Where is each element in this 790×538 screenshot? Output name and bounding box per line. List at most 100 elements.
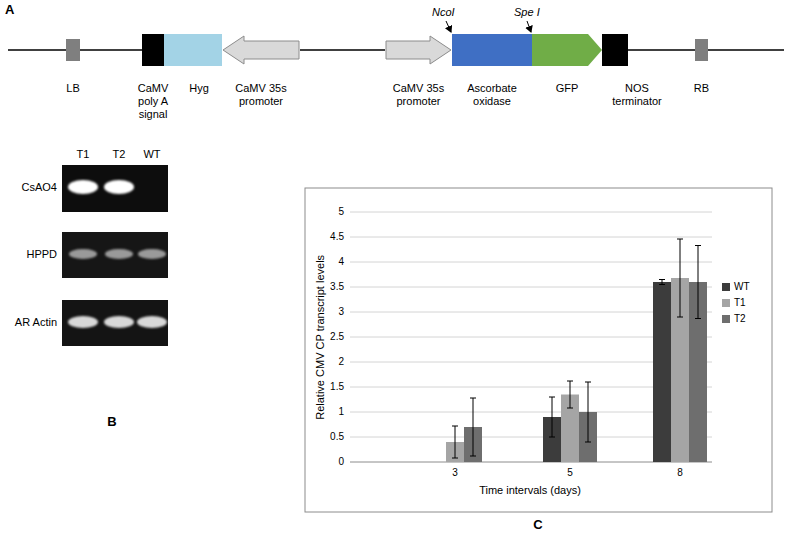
tick-label: 1.5 — [330, 381, 344, 393]
error-bar — [662, 280, 663, 285]
tick-label: 0 — [338, 456, 344, 468]
error-bar — [698, 246, 699, 319]
error-cap — [567, 381, 573, 382]
vector-backbone — [8, 49, 66, 51]
gene-label: CsAO4 — [22, 181, 57, 194]
gridline — [350, 262, 712, 263]
gene-label: HPPD — [26, 248, 57, 261]
site-pointer — [527, 21, 531, 32]
gel-band — [105, 249, 133, 259]
error-cap — [659, 284, 665, 285]
restriction-site: Spe I — [514, 6, 540, 19]
gel-band — [137, 316, 167, 328]
error-bar — [680, 239, 681, 317]
error-cap — [659, 279, 665, 280]
gel-band — [104, 316, 134, 328]
error-cap — [549, 397, 555, 398]
error-bar — [473, 398, 474, 456]
error-bar — [588, 382, 589, 442]
error-cap — [585, 442, 591, 443]
data-bar — [653, 282, 671, 462]
legend-text: T2 — [734, 313, 746, 325]
category-label: 8 — [677, 467, 683, 479]
arrow-shape — [386, 36, 451, 64]
element-label: CaMV 35s promoter — [391, 82, 447, 108]
error-cap — [470, 398, 476, 399]
vector-backbone — [708, 49, 784, 51]
lane-label: T1 — [77, 148, 90, 161]
axis-title: Time intervals (days) — [479, 484, 581, 497]
border-box: RB — [695, 39, 708, 61]
chart-bars — [446, 239, 707, 462]
category-label: 3 — [452, 467, 458, 479]
element-label: Hyg — [179, 82, 219, 95]
chart-gridlines — [350, 212, 712, 462]
tick-label: 0.5 — [330, 431, 344, 443]
tick-label: 4.5 — [330, 231, 344, 243]
tick-label: 5 — [338, 206, 344, 218]
gene-label: AR Actin — [15, 316, 57, 329]
tick-label: 3 — [338, 306, 344, 318]
error-cap — [585, 382, 591, 383]
error-cap — [567, 408, 573, 409]
error-cap — [695, 318, 701, 319]
gel-strip — [62, 300, 168, 346]
legend-text: T1 — [734, 297, 746, 309]
shape-outline — [532, 34, 602, 66]
promoter-arrow: CaMV 35s promoter — [385, 35, 452, 65]
marker-gene-box: Hyg — [164, 34, 222, 66]
backbone-connector — [628, 49, 695, 51]
error-bar — [570, 381, 571, 408]
gel-strip — [62, 232, 168, 278]
error-cap — [470, 456, 476, 457]
shape-outline — [222, 35, 300, 65]
legend-swatch — [722, 315, 730, 323]
error-cap — [677, 239, 683, 240]
category-label: 5 — [567, 467, 573, 479]
restriction-site: NcoI — [432, 6, 455, 19]
element-label: GFP — [547, 82, 587, 95]
gel-band — [68, 180, 98, 194]
axis-title: Relative CMV CP transcript levels — [314, 255, 327, 420]
reporter-arrow: GFP — [532, 34, 602, 66]
legend-text: WT — [734, 281, 750, 293]
arrow-shape — [532, 34, 602, 66]
error-cap — [549, 437, 555, 438]
panel-letter: A — [5, 3, 14, 18]
gel-strip — [62, 165, 168, 212]
arrow-shape — [223, 36, 299, 64]
element-label: CaMV poly A signal — [131, 82, 175, 122]
gene-box: Ascorbate oxidase — [452, 34, 532, 66]
polya-box: CaMV poly A signal — [142, 34, 164, 66]
lane-label: T2 — [113, 148, 126, 161]
error-cap — [452, 458, 458, 459]
error-bar — [455, 426, 456, 458]
gel-band — [138, 249, 166, 259]
lane-label: WT — [143, 148, 160, 161]
element-label: NOS terminator — [608, 82, 666, 108]
error-bar — [552, 397, 553, 437]
legend-swatch — [722, 283, 730, 291]
element-label: CaMV 35s promoter — [233, 82, 289, 108]
gridline — [350, 212, 712, 213]
tick-label: 2 — [338, 356, 344, 368]
error-cap — [695, 245, 701, 246]
border-box: LB — [66, 39, 80, 61]
shape-outline — [385, 35, 452, 65]
element-label: LB — [58, 82, 88, 95]
element-label: Ascorbate oxidase — [463, 82, 521, 108]
tick-label: 1 — [338, 406, 344, 418]
panel-letter: C — [533, 518, 542, 533]
tick-label: 4 — [338, 256, 344, 268]
tick-label: 3.5 — [330, 281, 344, 293]
panel-letter: B — [107, 415, 116, 430]
tick-label: 2.5 — [330, 331, 344, 343]
promoter-arrow: CaMV 35s promoter — [222, 35, 300, 65]
error-cap — [452, 426, 458, 427]
backbone-connector — [300, 49, 385, 51]
legend-swatch — [722, 299, 730, 307]
element-label: RB — [687, 82, 717, 95]
gel-band — [69, 249, 97, 259]
